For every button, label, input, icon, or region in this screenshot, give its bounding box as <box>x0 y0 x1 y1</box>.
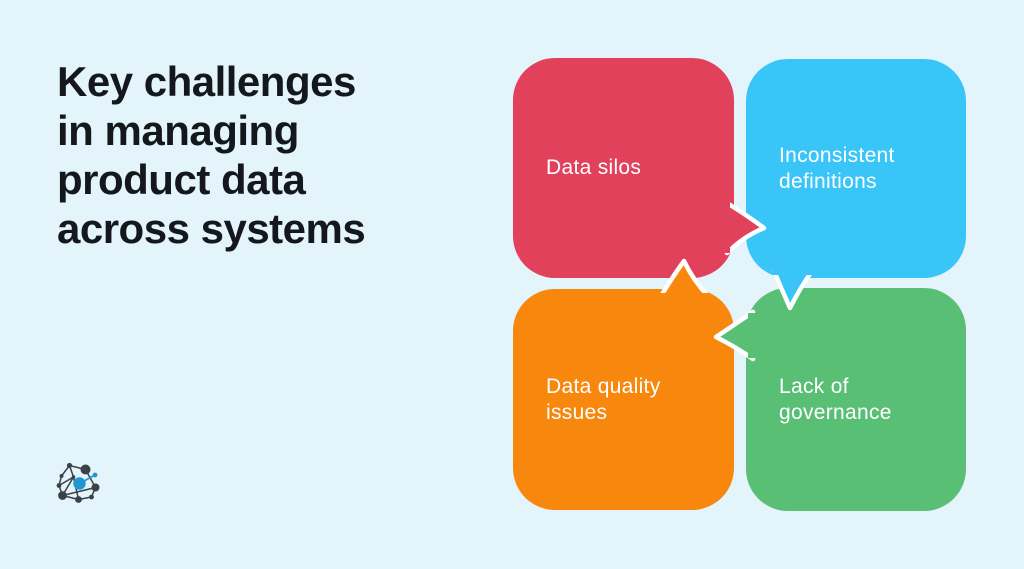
logo-nodes <box>56 462 100 503</box>
bubble-data-quality-issues-label: Data quality issues <box>546 374 661 424</box>
logo-accent-nodes <box>73 472 98 490</box>
bubble-data-quality-issues: Data quality issues <box>513 289 734 510</box>
network-graph-icon <box>56 462 100 503</box>
page-title-line: Key challenges <box>57 58 356 105</box>
page-title-line: across systems <box>57 205 366 252</box>
bubble-data-silos: Data silos <box>513 58 734 278</box>
page-title: Key challenges in managing product data … <box>57 57 477 253</box>
bubble-lack-of-governance: Lack of governance <box>746 288 966 511</box>
bubble-lack-of-governance-label: Lack of governance <box>779 374 892 424</box>
bubble-inconsistent-definitions-label: Inconsistent definitions <box>779 143 895 193</box>
page-title-line: product data <box>57 156 306 203</box>
page-title-line: in managing <box>57 107 299 154</box>
bubble-data-silos-label: Data silos <box>546 156 642 179</box>
bubble-inconsistent-definitions: Inconsistent definitions <box>746 59 966 278</box>
